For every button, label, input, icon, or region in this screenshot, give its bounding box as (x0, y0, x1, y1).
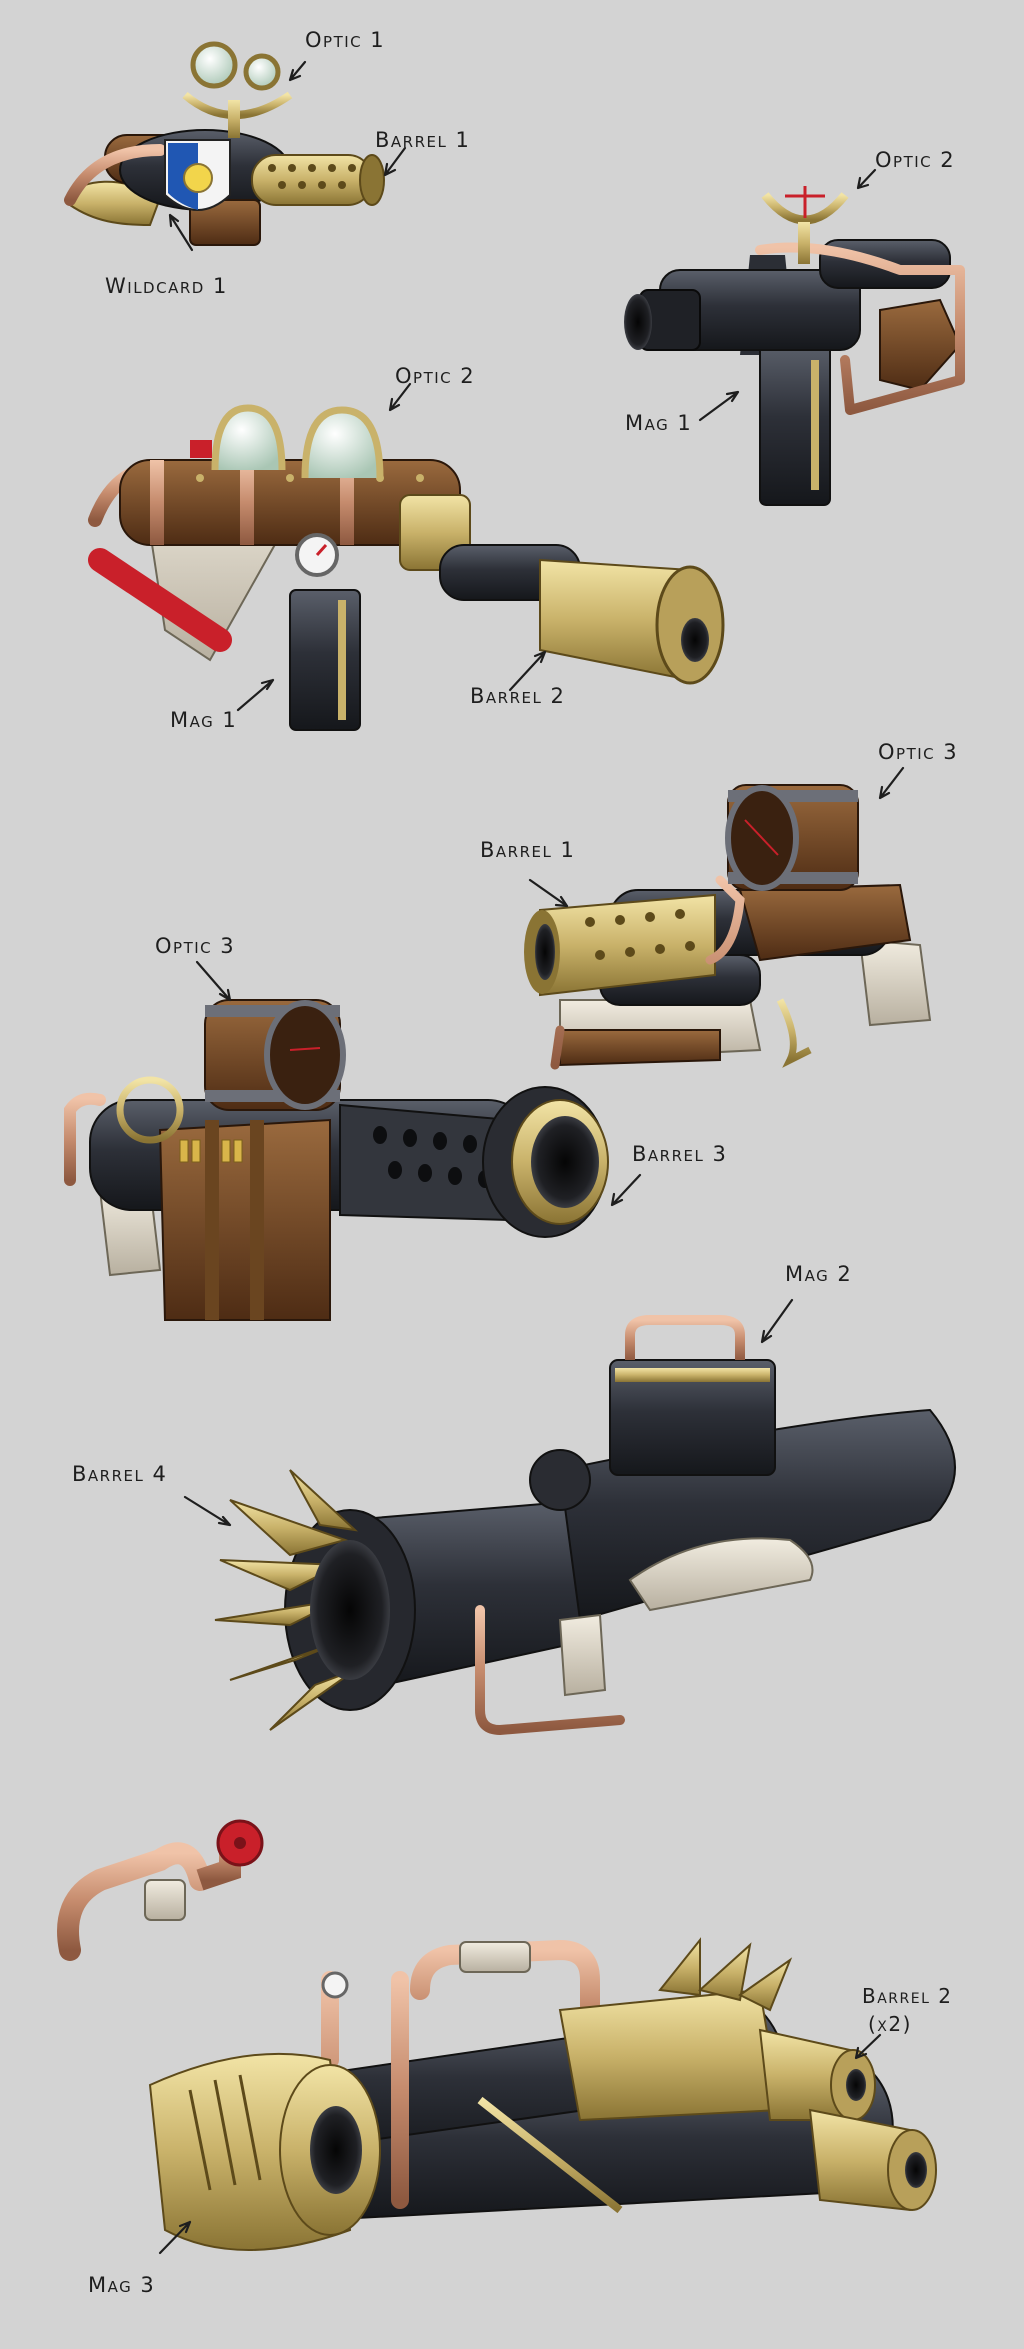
label-optic-2: Optic 2 (395, 364, 476, 388)
label-barrel-2: Barrel 2 (470, 684, 566, 708)
label-mag-2: Mag 2 (785, 1262, 853, 1286)
label-optic-1: Optic 1 (305, 28, 386, 52)
label-mag-1: Mag 1 (170, 708, 238, 732)
weapon-5 (64, 999, 609, 1321)
label-optic-3: Optic 3 (878, 740, 959, 764)
weapon-7 (57, 1819, 937, 2251)
weapon-2 (624, 186, 965, 506)
weapon-1 (64, 41, 385, 246)
label-barrel-2-multiplier: (x2) (868, 2012, 912, 2036)
callout-arrows (158, 60, 905, 2255)
weapon-3 (88, 404, 725, 731)
label-barrel-1: Barrel 1 (375, 128, 471, 152)
label-mag-1: Mag 1 (625, 411, 693, 435)
weapon-4 (524, 784, 932, 1070)
label-barrel-2: Barrel 2 (862, 1984, 953, 2008)
label-barrel-4: Barrel 4 (72, 1462, 168, 1486)
label-barrel-3: Barrel 3 (632, 1142, 728, 1166)
label-wildcard-1: Wildcard 1 (105, 274, 228, 298)
label-optic-2: Optic 2 (875, 148, 956, 172)
weapon-6 (214, 1315, 956, 1736)
label-barrel-1: Barrel 1 (480, 838, 576, 862)
label-mag-3: Mag 3 (88, 2273, 156, 2297)
label-optic-3: Optic 3 (155, 934, 236, 958)
